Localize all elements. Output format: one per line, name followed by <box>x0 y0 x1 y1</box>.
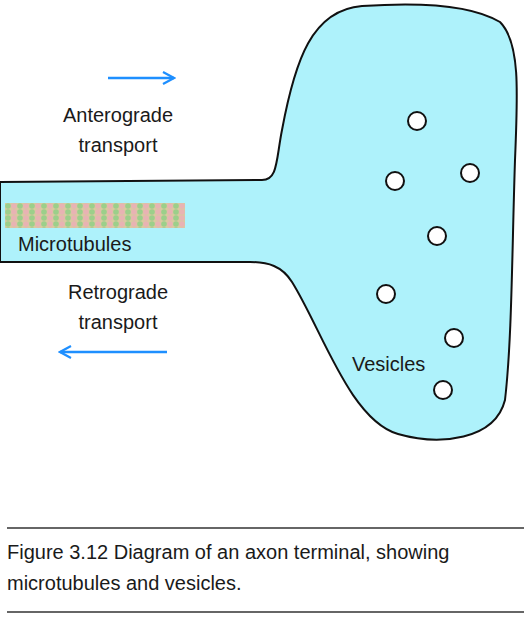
transport-label: Anterograde transport <box>28 100 208 160</box>
retrograde-arrow <box>60 351 167 354</box>
transport-label: Retrograde transport <box>28 277 208 337</box>
structure-label: Vesicles <box>352 349 472 379</box>
axon-terminal-outline <box>0 4 517 439</box>
figure-caption: Figure 3.12 Diagram of an axon terminal,… <box>7 537 524 599</box>
structure-label: Microtubules <box>18 229 178 259</box>
anterograde-arrow <box>108 77 174 80</box>
caption-rule <box>7 611 524 613</box>
microtubule <box>5 203 185 228</box>
caption-rule <box>7 527 524 529</box>
